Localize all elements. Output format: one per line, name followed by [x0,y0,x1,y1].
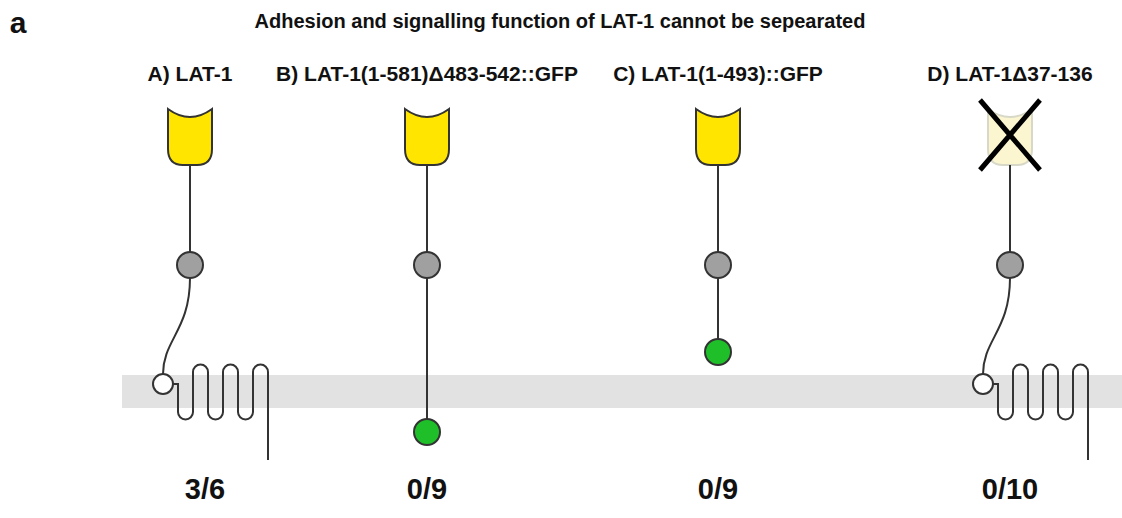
gain-domain [705,252,731,278]
gps-site [153,374,173,394]
seven-transmembrane [993,365,1088,460]
construct-name: D) LAT-1Δ37-136 [927,62,1092,85]
construct-name: C) LAT-1(1-493)::GFP [613,62,823,85]
stalk [426,165,428,252]
gain-domain [177,252,203,278]
stalk [189,165,191,252]
lectin-domain [168,109,212,165]
gps-site [973,374,993,394]
stalk [163,278,190,374]
stalk [717,165,719,252]
membrane-band [122,375,1122,408]
gfp-tag [705,339,731,365]
stalk [1009,165,1011,252]
gain-domain [414,252,440,278]
score-fraction: 0/10 [982,474,1038,506]
seven-transmembrane [173,365,268,460]
lectin-domain [696,109,740,165]
construct-name: A) LAT-1 [148,62,233,85]
score-fraction: 0/9 [407,474,447,506]
panel-letter: a [10,6,27,39]
lectin-domain [405,109,449,165]
gain-domain [997,252,1023,278]
construct-name: B) LAT-1(1-581)Δ483-542::GFP [276,62,578,85]
score-fraction: 0/9 [698,474,738,506]
stalk [426,278,428,419]
figure-title: Adhesion and signalling function of LAT-… [255,10,866,32]
gfp-tag [414,419,440,445]
stalk [983,278,1010,374]
deletion-cross [980,100,1040,170]
score-fraction: 3/6 [185,474,225,506]
stalk [717,278,719,339]
